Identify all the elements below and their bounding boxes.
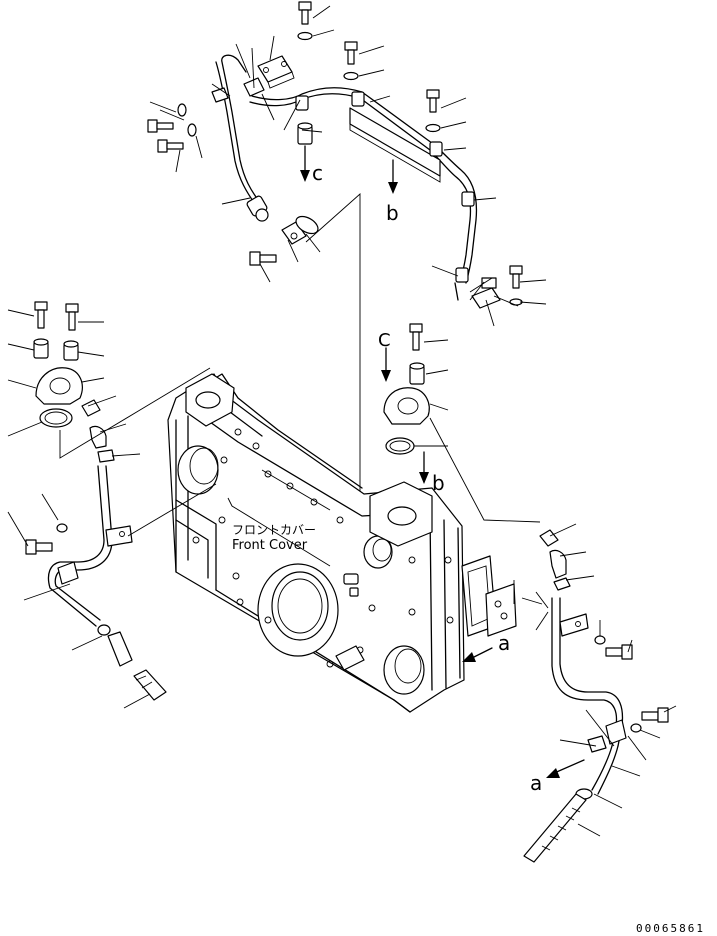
front-cover-housing [167,373,465,713]
caption-en: Front Cover [232,538,308,553]
view-label-a-housing: a [498,631,510,655]
top-leader-lines [149,5,547,327]
caption-jp: フロントカバー [232,523,316,537]
right-water-pipe [521,523,677,863]
view-label-b-top: b [386,201,399,225]
left-thermostat-stack [7,301,217,709]
top-tube-assembly [211,54,501,309]
view-arrows-top [300,145,398,556]
view-label-C: C [378,330,391,351]
top-bolts [147,1,523,306]
gasket-plates [461,555,549,637]
view-label-c: c [312,161,323,185]
view-label-b: b [432,471,445,495]
view-arrow-a-housing [462,647,493,662]
drawing-number: 00065861 [636,922,705,935]
view-label-a-pipe: a [530,771,542,795]
right-thermostat-stack [381,323,541,523]
diagram-text: フロントカバー Front Cover c b C b a a 00065861 [232,161,705,935]
